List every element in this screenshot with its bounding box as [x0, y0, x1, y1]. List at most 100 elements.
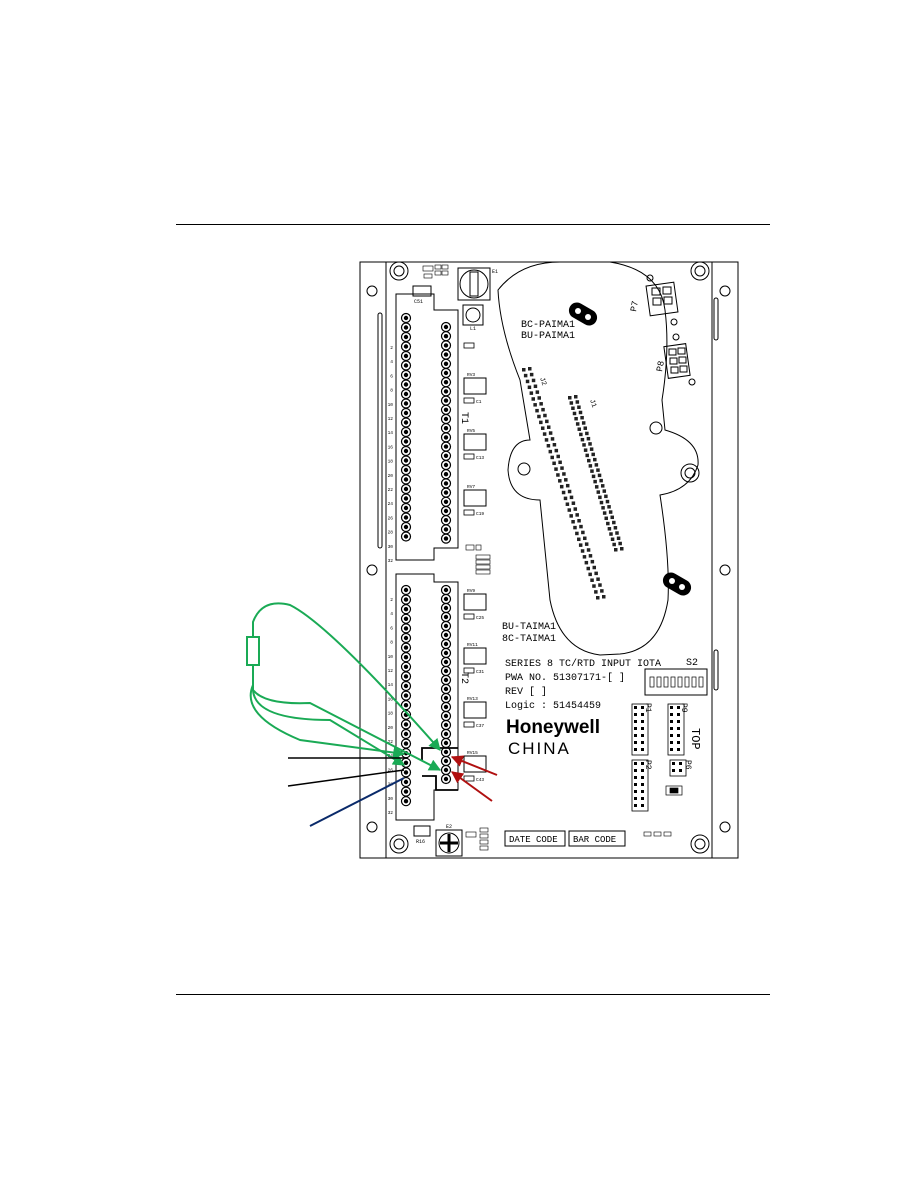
terminal-number: 28 [388, 530, 394, 536]
cap-label: C37 [476, 723, 484, 729]
connector-pin [552, 443, 557, 447]
connector-pin [575, 531, 579, 536]
header-pin [634, 762, 637, 765]
rv-label: RV5 [467, 428, 475, 434]
connector-pin [613, 526, 618, 530]
connector-pin [533, 384, 538, 389]
connector-pin [565, 502, 570, 506]
terminal-number: 20 [388, 725, 394, 731]
right-slot-lower [713, 649, 719, 691]
connector-pin [533, 403, 537, 407]
terminal-number: 10 [388, 654, 394, 660]
terminal-number: 32 [388, 558, 394, 564]
terminal-number: 32 [388, 810, 394, 816]
header-pin [634, 713, 637, 716]
connector-pin [558, 479, 562, 483]
connector-pin [614, 548, 618, 552]
connector-pin [559, 484, 564, 489]
country-label: CHINA [508, 739, 571, 758]
connector-pin [578, 543, 583, 547]
terminal-screw-core [443, 499, 449, 504]
terminal-screw-core [403, 635, 409, 641]
connector-pin [571, 406, 575, 410]
connector-pin [556, 454, 560, 459]
header-pin [641, 762, 644, 765]
header-pin [670, 748, 673, 751]
connector-pin [523, 373, 528, 378]
connector-pin [567, 489, 572, 494]
terminal-screw-core [443, 380, 449, 385]
rv-body [463, 377, 487, 395]
terminal-screw-core [443, 435, 449, 440]
terminal-screw-core [403, 325, 409, 330]
connector-pin [599, 500, 604, 505]
connector-pin [535, 390, 540, 394]
connector-pin [583, 536, 587, 541]
rtd-wiring [246, 602, 498, 827]
terminal-number: 4 [390, 359, 393, 365]
connector-pin [601, 506, 605, 510]
terminal-screw-core [403, 645, 409, 650]
rv-body [463, 593, 487, 611]
terminal-screw-core [443, 481, 449, 486]
header-pin [634, 734, 637, 737]
e2-ring [438, 832, 460, 854]
terminal-screw-core [443, 659, 449, 665]
terminal-screw-core [403, 664, 409, 669]
terminal-screw-core [443, 632, 449, 638]
terminal-screw-core [443, 536, 449, 541]
connector-pin [589, 447, 594, 451]
connector-pin [610, 537, 615, 542]
terminal-screw-core [443, 686, 449, 692]
cap-body [463, 775, 475, 782]
t2-left-terminals [400, 584, 412, 807]
header-pin [634, 741, 637, 744]
s2-switch-positions [649, 676, 704, 688]
connector-pin [583, 426, 588, 430]
t1-left-terminals [400, 312, 412, 542]
connector-pin [554, 467, 558, 471]
connector-island [497, 261, 699, 656]
header-pin [672, 762, 675, 765]
connector-pin [585, 431, 589, 436]
connector-pin [590, 469, 594, 473]
header-pin [679, 769, 682, 772]
connector-pin [592, 584, 596, 588]
connector-pin [584, 542, 589, 546]
cap-body [463, 613, 475, 620]
terminal-screw-core [443, 352, 449, 357]
connector-pin [550, 437, 555, 441]
connector-pin [616, 536, 621, 541]
connector-pin [568, 396, 572, 400]
connector-pin [560, 466, 564, 470]
terminal-screw-core [403, 655, 409, 660]
terminal-screw-core [443, 731, 449, 737]
cap-label: C13 [476, 455, 484, 461]
connector-pin [578, 410, 583, 415]
connector-pin [594, 485, 599, 489]
cap-body [463, 721, 475, 728]
header-rule [176, 224, 770, 225]
jumper-s1 [665, 785, 683, 796]
terminal-screw-core [443, 587, 449, 593]
connector-pin [567, 508, 572, 512]
label-e2: E2 [446, 824, 452, 830]
terminal-number: 22 [388, 739, 394, 745]
terminal-screw-core [443, 767, 449, 773]
header-pin [641, 804, 644, 807]
terminal-number: 8 [390, 388, 393, 394]
l1-coil [465, 307, 481, 323]
connector-pin [590, 578, 594, 582]
terminal-number: 2 [390, 597, 393, 603]
connector-pin [562, 472, 566, 476]
terminal-screw-core [403, 467, 409, 473]
terminal-number: 26 [388, 515, 394, 521]
label-c51: C51 [414, 299, 423, 305]
terminal-screw-core [403, 439, 409, 444]
connector-pin [588, 572, 592, 577]
terminal-screw-core [443, 605, 449, 611]
terminal-number: 30 [388, 544, 394, 550]
pcb-label-bottom-2: 8C-TAIMA1 [502, 634, 556, 645]
connector-pin [612, 542, 616, 547]
